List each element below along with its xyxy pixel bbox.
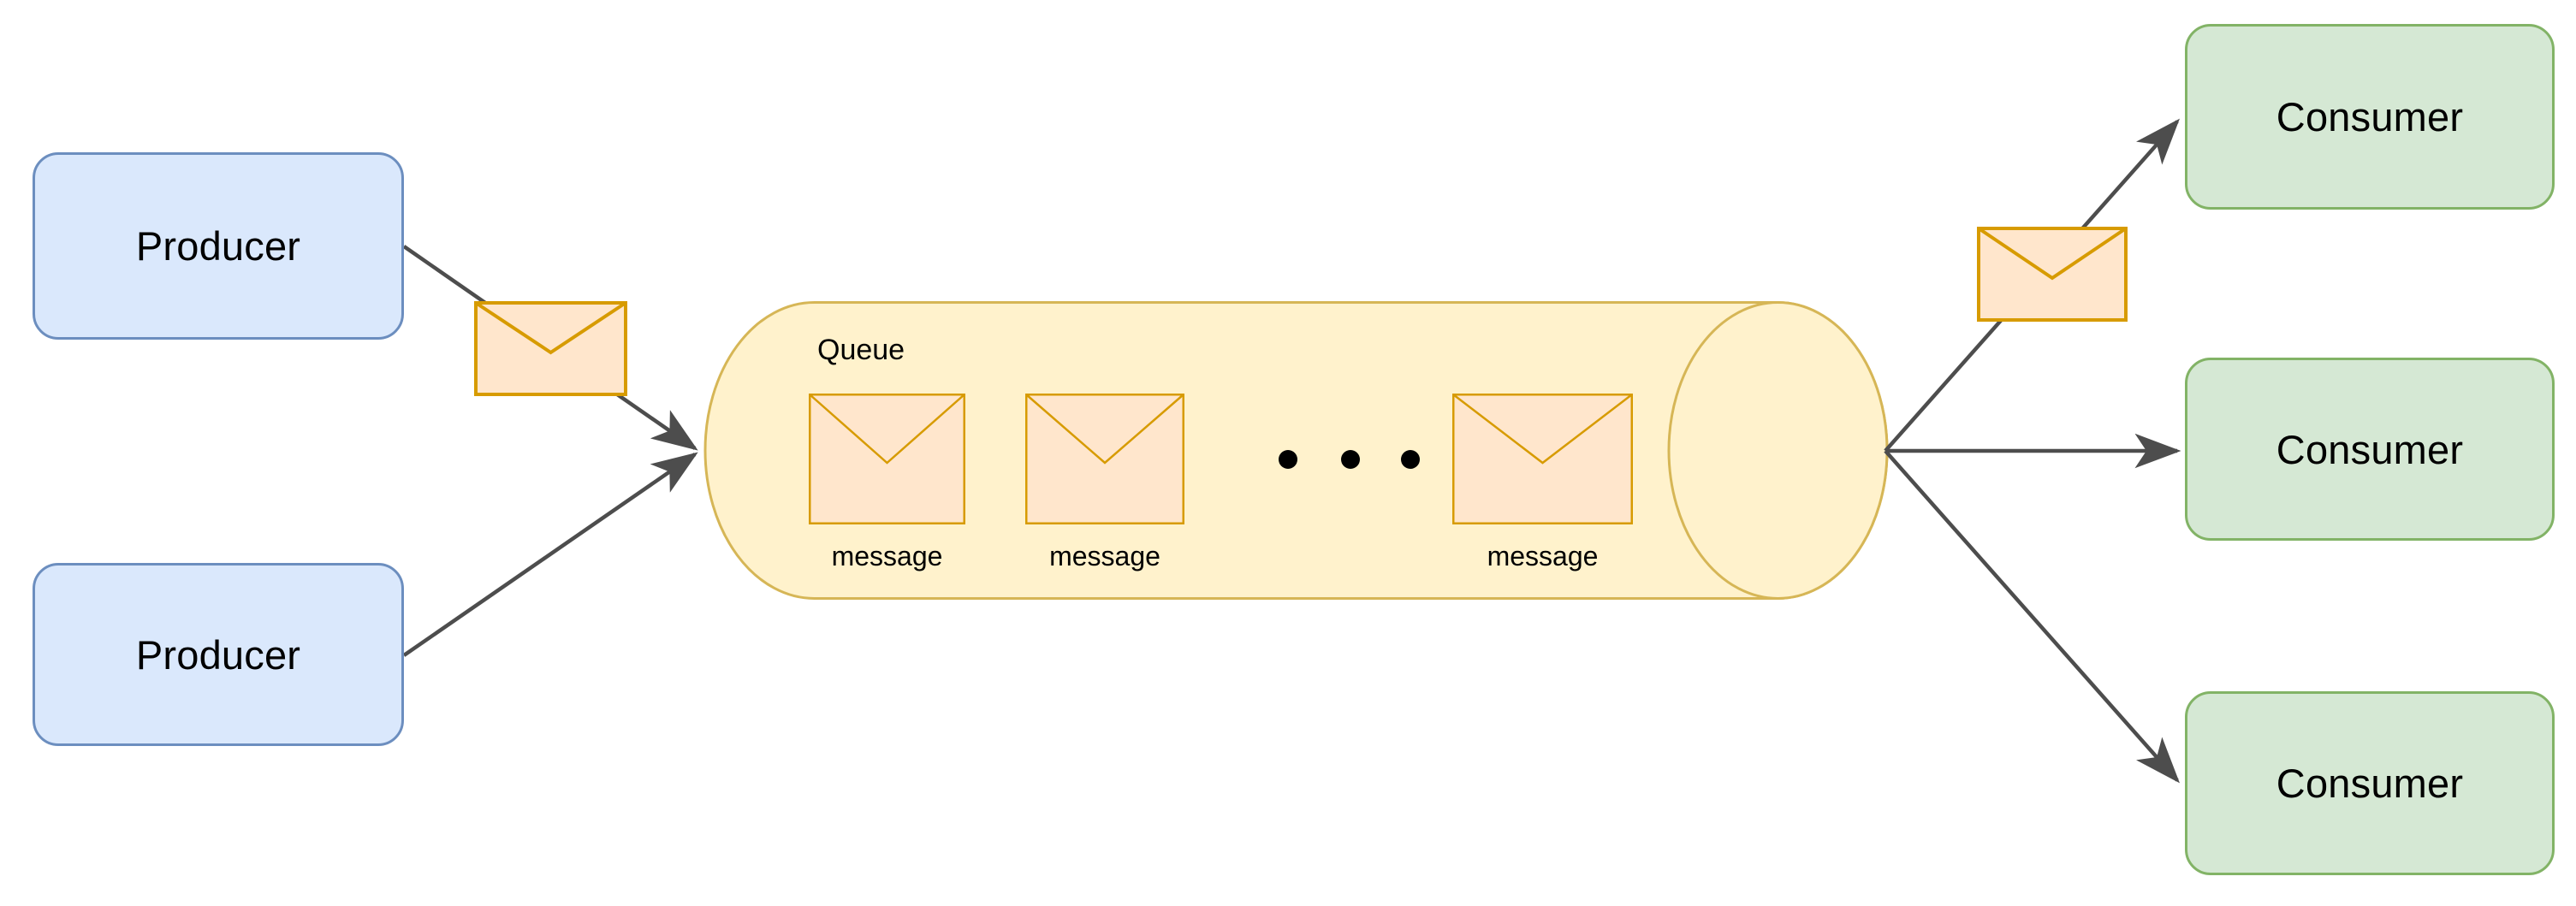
ellipsis-dot <box>1279 450 1297 469</box>
producer-envelope-icon <box>474 301 627 396</box>
consumer-node-2-label: Consumer <box>2276 426 2464 472</box>
message-label-1: message <box>831 541 943 571</box>
consumer-envelope-icon <box>1977 227 2128 322</box>
consumer-node-3-label: Consumer <box>2276 761 2464 806</box>
message-label-2: message <box>1049 541 1160 571</box>
message-envelope-icon-2 <box>1025 394 1184 524</box>
consumer-node-1-label: Consumer <box>2276 94 2464 139</box>
ellipsis-dots <box>1279 450 1420 469</box>
message-envelope-icon-3 <box>1452 394 1633 524</box>
arrow-queue-to-consumer-3 <box>1884 449 2180 784</box>
queue-label: Queue <box>817 334 905 366</box>
producer-node-2-label: Producer <box>135 631 301 678</box>
producer-node-1[interactable]: Producer <box>33 152 404 340</box>
ellipsis-dot <box>1401 450 1420 469</box>
consumer-node-2[interactable]: Consumer <box>2185 358 2555 541</box>
ellipsis-dot <box>1341 450 1360 469</box>
consumer-node-1[interactable]: Consumer <box>2185 24 2555 210</box>
arrow-producer-2-to-queue <box>402 452 698 657</box>
producer-node-2[interactable]: Producer <box>33 563 404 746</box>
consumer-node-3[interactable]: Consumer <box>2185 691 2555 875</box>
message-label-3: message <box>1487 541 1599 571</box>
message-envelope-icon-1 <box>809 394 965 524</box>
producer-node-1-label: Producer <box>135 223 301 269</box>
arrow-group <box>402 118 2181 784</box>
